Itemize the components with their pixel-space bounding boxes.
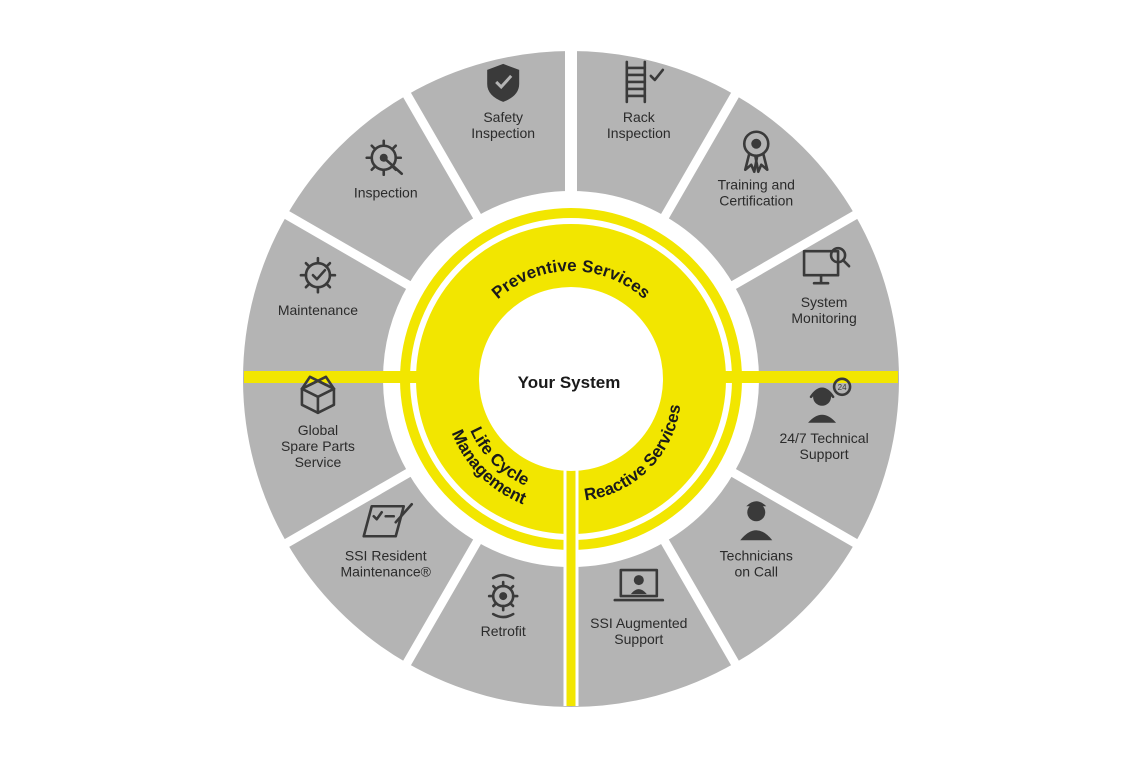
- segment-label-line: Maintenance®: [340, 563, 431, 579]
- segment-label-line: Maintenance: [278, 302, 358, 318]
- segment-label-line: Monitoring: [791, 310, 856, 326]
- segment-label-line: Rack: [623, 109, 656, 125]
- segment-label-line: Inspection: [471, 125, 535, 141]
- segment-divider: [729, 468, 861, 549]
- ring-gap-inner-white: [244, 50, 898, 706]
- box-icon: [300, 375, 336, 415]
- segment-label-line: Service: [295, 454, 342, 470]
- headset-24-icon: 24: [808, 377, 852, 423]
- segment-label-line: Training and: [718, 177, 795, 193]
- segment-label-line: Technicians: [720, 547, 793, 563]
- segment-label-line: Global: [298, 422, 338, 438]
- gear-cycle-icon: [487, 573, 519, 619]
- shield-check-icon: [487, 63, 520, 102]
- segment-divider: [401, 89, 482, 221]
- segment-retrofit: [407, 541, 571, 707]
- gear-check-icon: [299, 256, 337, 294]
- segment-label-line: SSI Augmented: [590, 615, 687, 631]
- center-hub: [479, 287, 663, 471]
- segment-augmented-support: [571, 541, 735, 707]
- monitor-search-icon: [802, 246, 851, 285]
- segment-divider: [401, 537, 482, 669]
- icons-layer: 24: [299, 60, 852, 619]
- axis-bar-right: [682, 371, 898, 383]
- segment-label-line: SSI Resident: [345, 547, 427, 563]
- segment-technical-support: [733, 379, 899, 543]
- checklist-pen-icon: [362, 502, 414, 538]
- segment-spare-parts: [243, 379, 409, 543]
- segment-label-inspection: Inspection: [354, 185, 418, 201]
- segment-divider: [729, 209, 861, 290]
- segment-label-line: Inspection: [354, 185, 418, 201]
- segment-label-line: System: [801, 294, 848, 310]
- segment-label-line: Safety: [483, 109, 523, 125]
- segment-label-maintenance: Maintenance: [278, 302, 358, 318]
- laptop-support-icon: [613, 568, 665, 602]
- ladder-check-icon: [625, 60, 665, 104]
- segment-divider: [281, 468, 413, 549]
- segment-label-line: Spare Parts: [281, 438, 355, 454]
- segment-safety-inspection: [407, 51, 571, 217]
- segment-label-line: 24/7 Technical: [779, 430, 868, 446]
- segment-label-line: Retrofit: [481, 623, 526, 639]
- center-label: Your System: [518, 373, 621, 392]
- svg-text:24: 24: [838, 383, 847, 392]
- segment-system-monitoring: [733, 215, 899, 379]
- segment-label-line: Certification: [719, 193, 793, 209]
- segment-label-line: Support: [614, 631, 663, 647]
- gear-wrench-icon: [365, 139, 404, 177]
- segment-divider: [660, 537, 741, 669]
- axis-bar-top-white: [565, 50, 577, 195]
- axis-bar-bottom: [565, 470, 577, 706]
- award-ribbon-icon: [742, 130, 770, 174]
- axis-bar-left: [244, 371, 460, 383]
- segment-label-line: Support: [800, 446, 849, 462]
- segment-rack-inspection: [571, 51, 735, 217]
- segment-label-line: on Call: [734, 563, 778, 579]
- segment-label-retrofit: Retrofit: [481, 623, 526, 639]
- segment-maintenance: [243, 215, 409, 379]
- technician-icon: [740, 501, 773, 541]
- segment-divider: [281, 209, 413, 290]
- segment-divider: [660, 89, 741, 221]
- segment-label-line: Inspection: [607, 125, 671, 141]
